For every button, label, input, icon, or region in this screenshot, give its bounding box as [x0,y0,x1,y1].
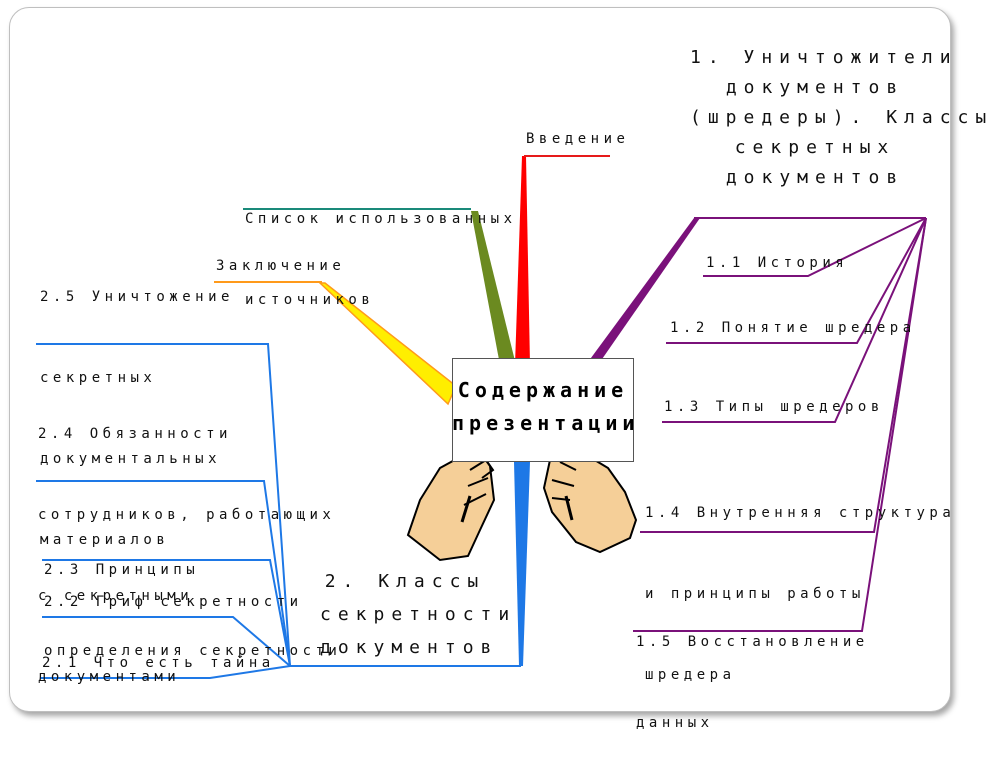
classes-wedge [514,462,530,666]
s1-3-connector [662,217,927,423]
node-1-5-line1: 1.5 Восстановление [636,634,869,650]
right-hand-illustration [542,450,638,554]
node-2-5: 2.5 Уничтожение секретных документальных… [40,230,234,581]
node-classes-line3: документов [320,637,499,658]
shredders-wedge [588,218,700,362]
node-shredders: 1. Уничтожители документов (шредеры). Кл… [690,43,993,193]
node-conclusion: Заключение [216,258,346,274]
node-1-4-line3: шредера [645,667,736,683]
node-2-5-line1: 2.5 Уничтожение [40,289,234,305]
node-classes-line2: секретности [320,604,517,625]
node-1-4-line1: 1.4 Внутренняя структура [645,505,956,521]
center-title-line1: Содержание [457,378,629,402]
node-2-4: 2.4 Обязанности сотрудников, работающих … [38,367,335,718]
node-sources-line2: источников [245,292,375,308]
node-2-4-line4: документами [38,669,181,685]
node-2-3-line2: определения секретности [44,643,342,659]
node-2-3: 2.3 Принципы определения секретности [44,503,341,692]
mind-map-branches [36,155,927,679]
node-sources: Список использованных источников [245,152,517,341]
node-1-3: 1.3 Типы шредеров [664,399,884,415]
node-2-4-line3: с секретными [38,588,194,604]
s1-4-connector [640,217,927,533]
s1-5-connector [633,217,927,632]
node-classes: 2. Классы секретности документов [320,565,517,664]
s2-1-connector [40,665,291,679]
node-2-3-line1: 2.3 Принципы [44,562,200,578]
node-2-5-line3: документальных [40,451,222,467]
s2-4-connector [36,480,291,667]
node-sources-line1: Список использованных [245,211,517,227]
node-2-5-line4: материалов [40,532,170,548]
node-1-2: 1.2 Понятие шредера [670,320,916,336]
s2-5-connector [36,343,291,667]
node-shredders-line5: документов [725,167,905,188]
node-1-5: 1.5 Восстановление данных [636,575,869,764]
intro-wedge [515,156,530,365]
node-1-5-line2: данных [636,715,714,731]
node-1-4-line2: и принципы работы [645,586,865,602]
node-2-4-line2: сотрудников, работающих [38,507,336,523]
node-shredders-line3: (шредеры). Классы [690,107,993,128]
node-2-5-line2: секретных [40,370,157,386]
s2-2-connector [42,616,291,667]
sources-wedge [471,211,516,365]
center-card [452,358,634,462]
node-1-4: 1.4 Внутренняя структура и принципы рабо… [645,446,955,716]
node-shredders-line1: 1. Уничтожители [690,47,958,68]
center-title-line2: презентации [452,411,640,435]
s1-2-connector [666,217,927,344]
center-title: Содержание презентации [452,374,634,440]
node-intro: Введение [526,131,630,147]
node-classes-line1: 2. Классы [324,571,486,592]
s2-3-connector [42,559,291,667]
left-hand-illustration [406,450,496,562]
s1-1-connector [703,217,927,277]
node-2-2: 2.2 Гриф секретности [44,594,303,610]
node-shredders-line2: документов [725,77,905,98]
node-1-1: 1.1 История [706,255,849,271]
node-shredders-line4: секретных [734,137,896,158]
node-2-1: 2.1 Что есть тайна [42,655,275,671]
node-2-4-line1: 2.4 Обязанности [38,426,232,442]
